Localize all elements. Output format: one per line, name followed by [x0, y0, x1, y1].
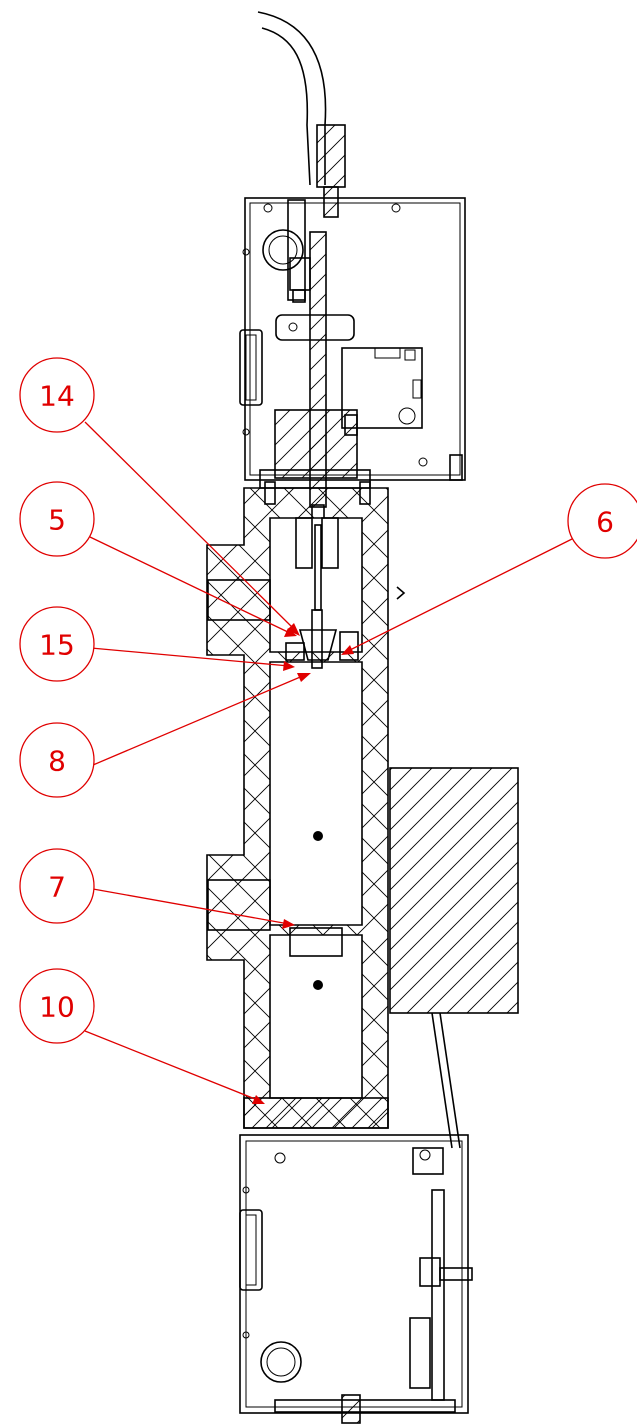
side-block	[389, 767, 519, 1149]
callout-8: 8	[19, 673, 311, 798]
callout-7-label: 7	[48, 871, 66, 904]
top-enclosure	[239, 197, 466, 505]
callout-5-label: 5	[48, 504, 66, 537]
main-body	[206, 487, 406, 1129]
callout-8-label: 8	[48, 745, 66, 778]
callout-7: 7	[19, 848, 295, 929]
cable	[257, 11, 346, 218]
callout-10: 10	[19, 968, 265, 1104]
callout-15-label: 15	[39, 629, 75, 662]
callout-14-label: 14	[39, 380, 75, 413]
callout-15: 15	[19, 606, 295, 682]
callout-6: 6	[341, 483, 637, 655]
shaft	[309, 231, 327, 531]
callout-5: 5	[19, 481, 297, 637]
bottom-enclosure	[239, 1134, 473, 1424]
callout-6-label: 6	[596, 506, 614, 539]
callout-14: 14	[19, 357, 300, 636]
callout-10-label: 10	[39, 991, 75, 1024]
